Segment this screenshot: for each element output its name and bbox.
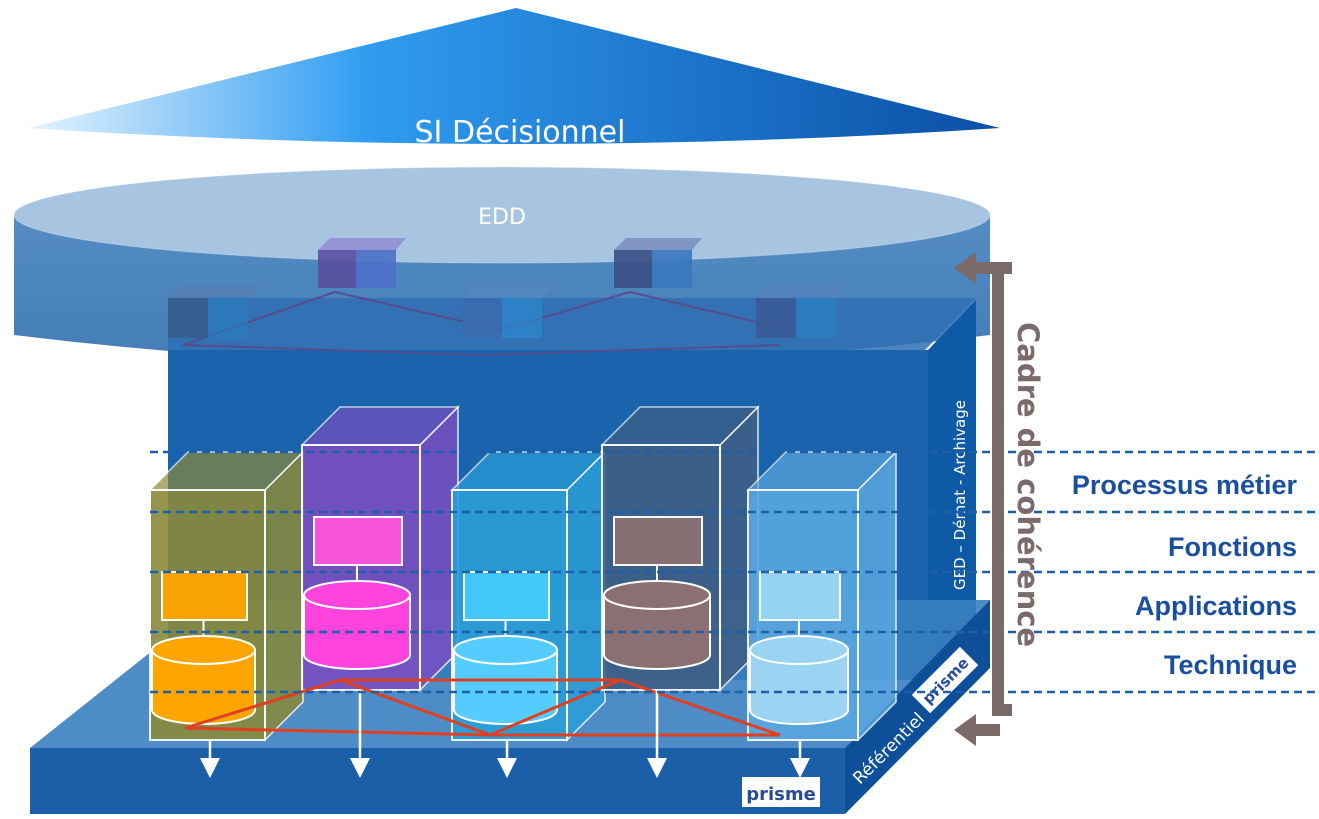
coherence-label: Cadre de cohérence [1011, 322, 1045, 647]
cube [614, 238, 702, 288]
layer-label-processus: Processus métier [1071, 470, 1297, 500]
layer-label-applications: Applications [1134, 591, 1297, 621]
layer-label-fonctions: Fonctions [1168, 532, 1297, 562]
edd-label: EDD [478, 205, 526, 230]
module-box [313, 516, 403, 566]
si-decisionnel-roof: SI Décisionnel [28, 8, 1000, 150]
application-pillars [148, 405, 898, 742]
coherence-bracket: Cadre de cohérence [954, 252, 1045, 746]
module-box [161, 571, 248, 621]
database-icon [303, 580, 411, 670]
database-icon [151, 635, 256, 725]
links [184, 678, 781, 737]
cube [756, 286, 848, 338]
module-box [613, 516, 703, 566]
down-arrows [200, 690, 810, 778]
database-icon [749, 635, 849, 725]
cube [318, 238, 406, 288]
ged-side-label: GED – Démat - Archivage [951, 400, 969, 590]
layer-label-technique: Technique [1163, 650, 1297, 680]
pillar-cyan [450, 450, 607, 742]
pillar-purple [300, 405, 460, 692]
pillar-sky [746, 450, 898, 742]
pillar-olive [148, 450, 305, 742]
svg-text:prisme: prisme [746, 784, 816, 805]
roof-title: SI Décisionnel [415, 115, 626, 150]
database-icon [453, 635, 558, 725]
module-box [759, 571, 841, 621]
cube [168, 286, 260, 338]
prisme-logo: prisme [742, 777, 820, 807]
pillar-slate [600, 405, 760, 692]
module-box [463, 571, 550, 621]
database-icon [603, 580, 711, 670]
cube [462, 286, 554, 338]
olap-cubes [168, 238, 848, 357]
